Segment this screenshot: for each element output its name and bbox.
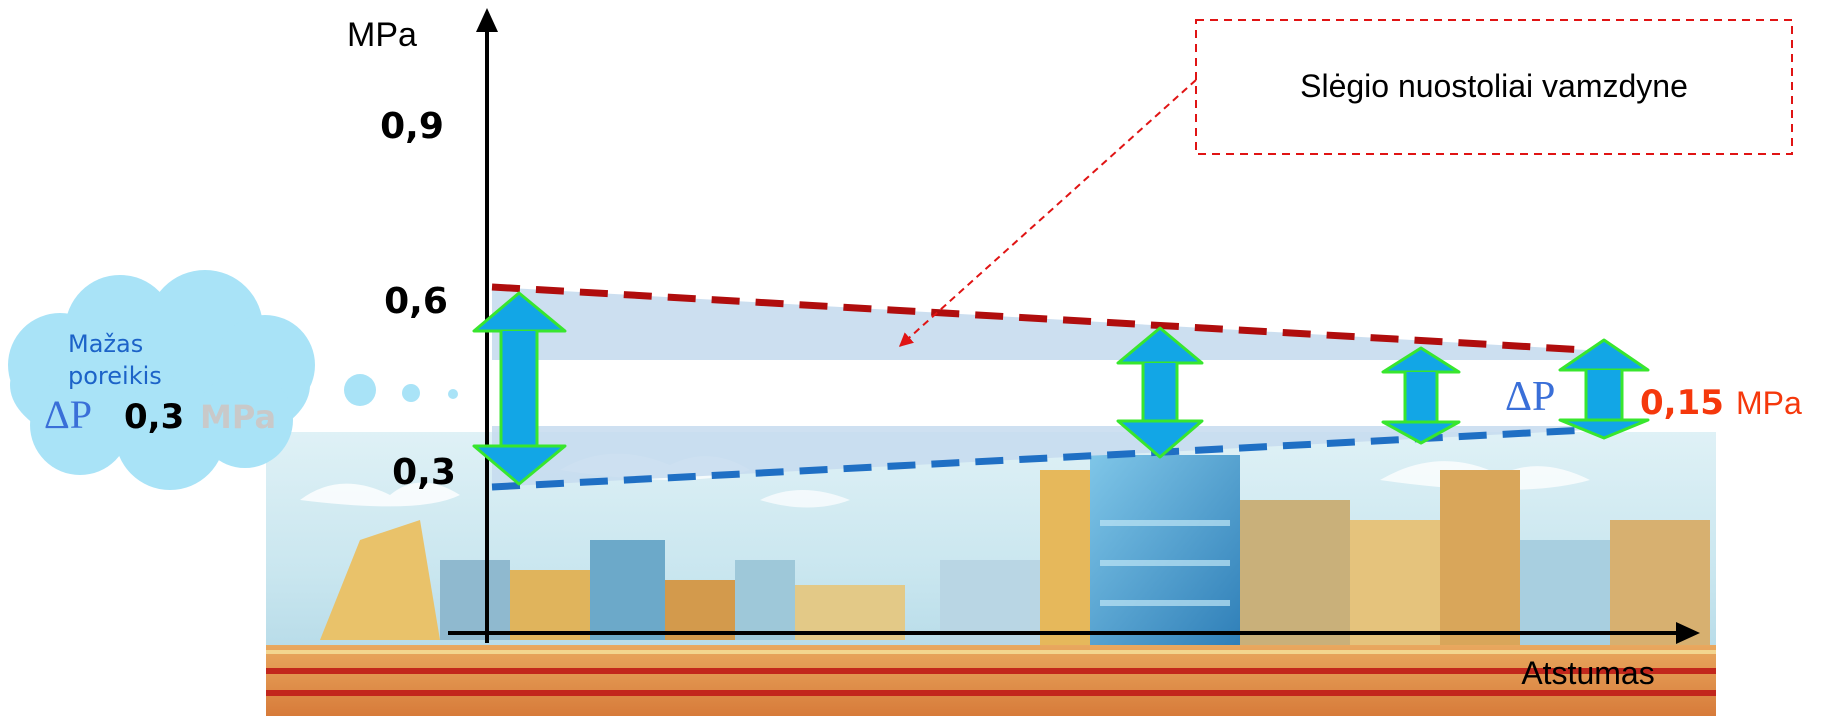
y-tick-label-0-6: 0,6 [384, 281, 448, 322]
cloud-text-line1: Mažas [68, 330, 143, 358]
cloud-delta-symbol: ΔP [44, 392, 92, 437]
right-delta-symbol: ΔP [1505, 374, 1555, 420]
callout-pointer [900, 80, 1196, 346]
cloud-text-line2: poreikis [68, 362, 162, 390]
thought-bubble-small [448, 389, 458, 399]
y-tick-label-0-3: 0,3 [392, 452, 456, 493]
thought-bubble-large [344, 374, 376, 406]
cloud-value: 0,3 [124, 397, 184, 437]
right-unit: MPa [1736, 385, 1802, 421]
y-tick-label-0-9: 0,9 [380, 106, 444, 147]
y-axis-arrowhead [476, 8, 498, 32]
cloud-unit: MPa [200, 398, 276, 436]
right-value: 0,15 [1640, 383, 1724, 423]
x-axis-label: Atstumas [1521, 655, 1654, 691]
y-axis-unit: MPa [347, 16, 417, 54]
city-illustration [266, 432, 1716, 716]
callout-text: Slėgio nuostoliai vamzdyne [1300, 68, 1688, 104]
delta-arrow-3 [1383, 348, 1459, 443]
thought-bubble-medium [402, 384, 420, 402]
